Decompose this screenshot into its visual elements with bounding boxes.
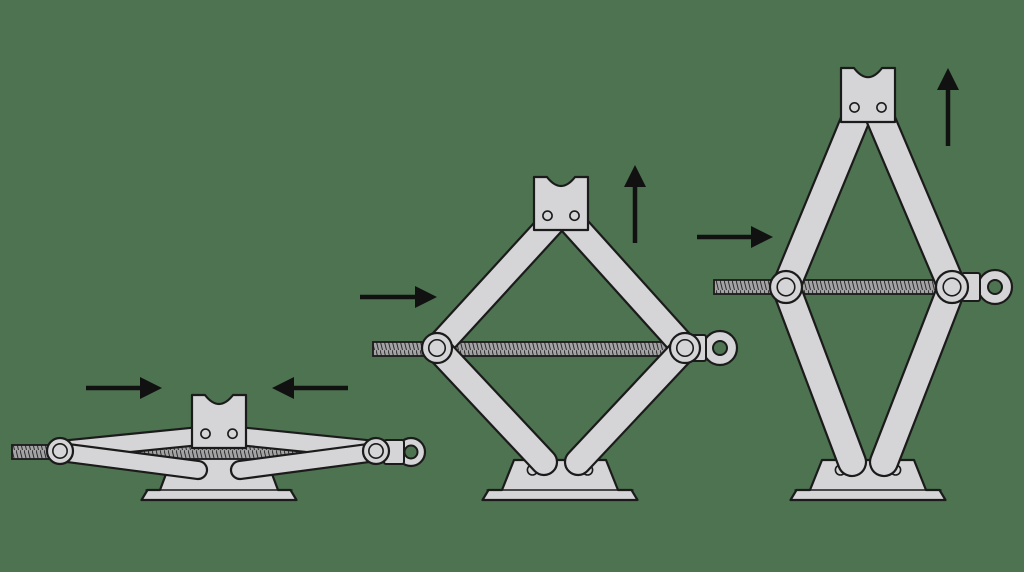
jack2-saddle-bolt-right — [569, 210, 580, 222]
jack-fully-raised — [713, 66, 1014, 502]
jack1-pivot-right — [361, 436, 391, 466]
jack1-saddle-bolt-right — [227, 428, 238, 440]
jack2-arrow-push-right-head — [415, 286, 437, 308]
jack3-saddle-bolt-right — [876, 102, 887, 113]
jack3-arrow-push-right-head — [751, 226, 773, 248]
jack1-crank-eye-hole — [403, 444, 419, 460]
jack1-pivot-left-inner — [52, 443, 68, 459]
jack2-pivot-right — [668, 331, 702, 365]
jack2-crank-eye-hole — [712, 340, 728, 356]
jack2-saddle — [532, 175, 590, 232]
jack2-pivot-left-inner — [427, 338, 447, 358]
jack1-arrow-push-left-head — [272, 377, 294, 399]
jack3-saddle — [839, 66, 897, 124]
jack1-arrow-push-right-head — [140, 377, 162, 399]
jack2-saddle-bolt-left — [542, 210, 553, 222]
jack2-arrow-lift-up-head — [624, 165, 646, 187]
jack3-pivot-right-inner — [942, 277, 962, 297]
jack3-screw — [713, 279, 961, 295]
jack2-pivot-left — [420, 331, 454, 365]
jack-mid-raised — [372, 175, 739, 502]
jack3-pivot-left — [768, 269, 804, 305]
jack3-pivot-right — [934, 269, 970, 305]
jack-collapsed — [11, 393, 427, 502]
jack3-arrow-lift-up-head — [937, 68, 959, 90]
jack3-crank-eye-hole — [987, 279, 1003, 295]
jack1-pivot-left — [45, 436, 75, 466]
jack3-pivot-left-inner — [776, 277, 796, 297]
jack1-pivot-right-inner — [368, 443, 384, 459]
jack2-screw — [372, 341, 691, 357]
jack2-pivot-right-inner — [675, 338, 695, 358]
jack1-saddle-bolt-left — [200, 428, 211, 440]
jack1-saddle — [190, 393, 248, 450]
jack3-saddle-bolt-left — [849, 102, 860, 113]
